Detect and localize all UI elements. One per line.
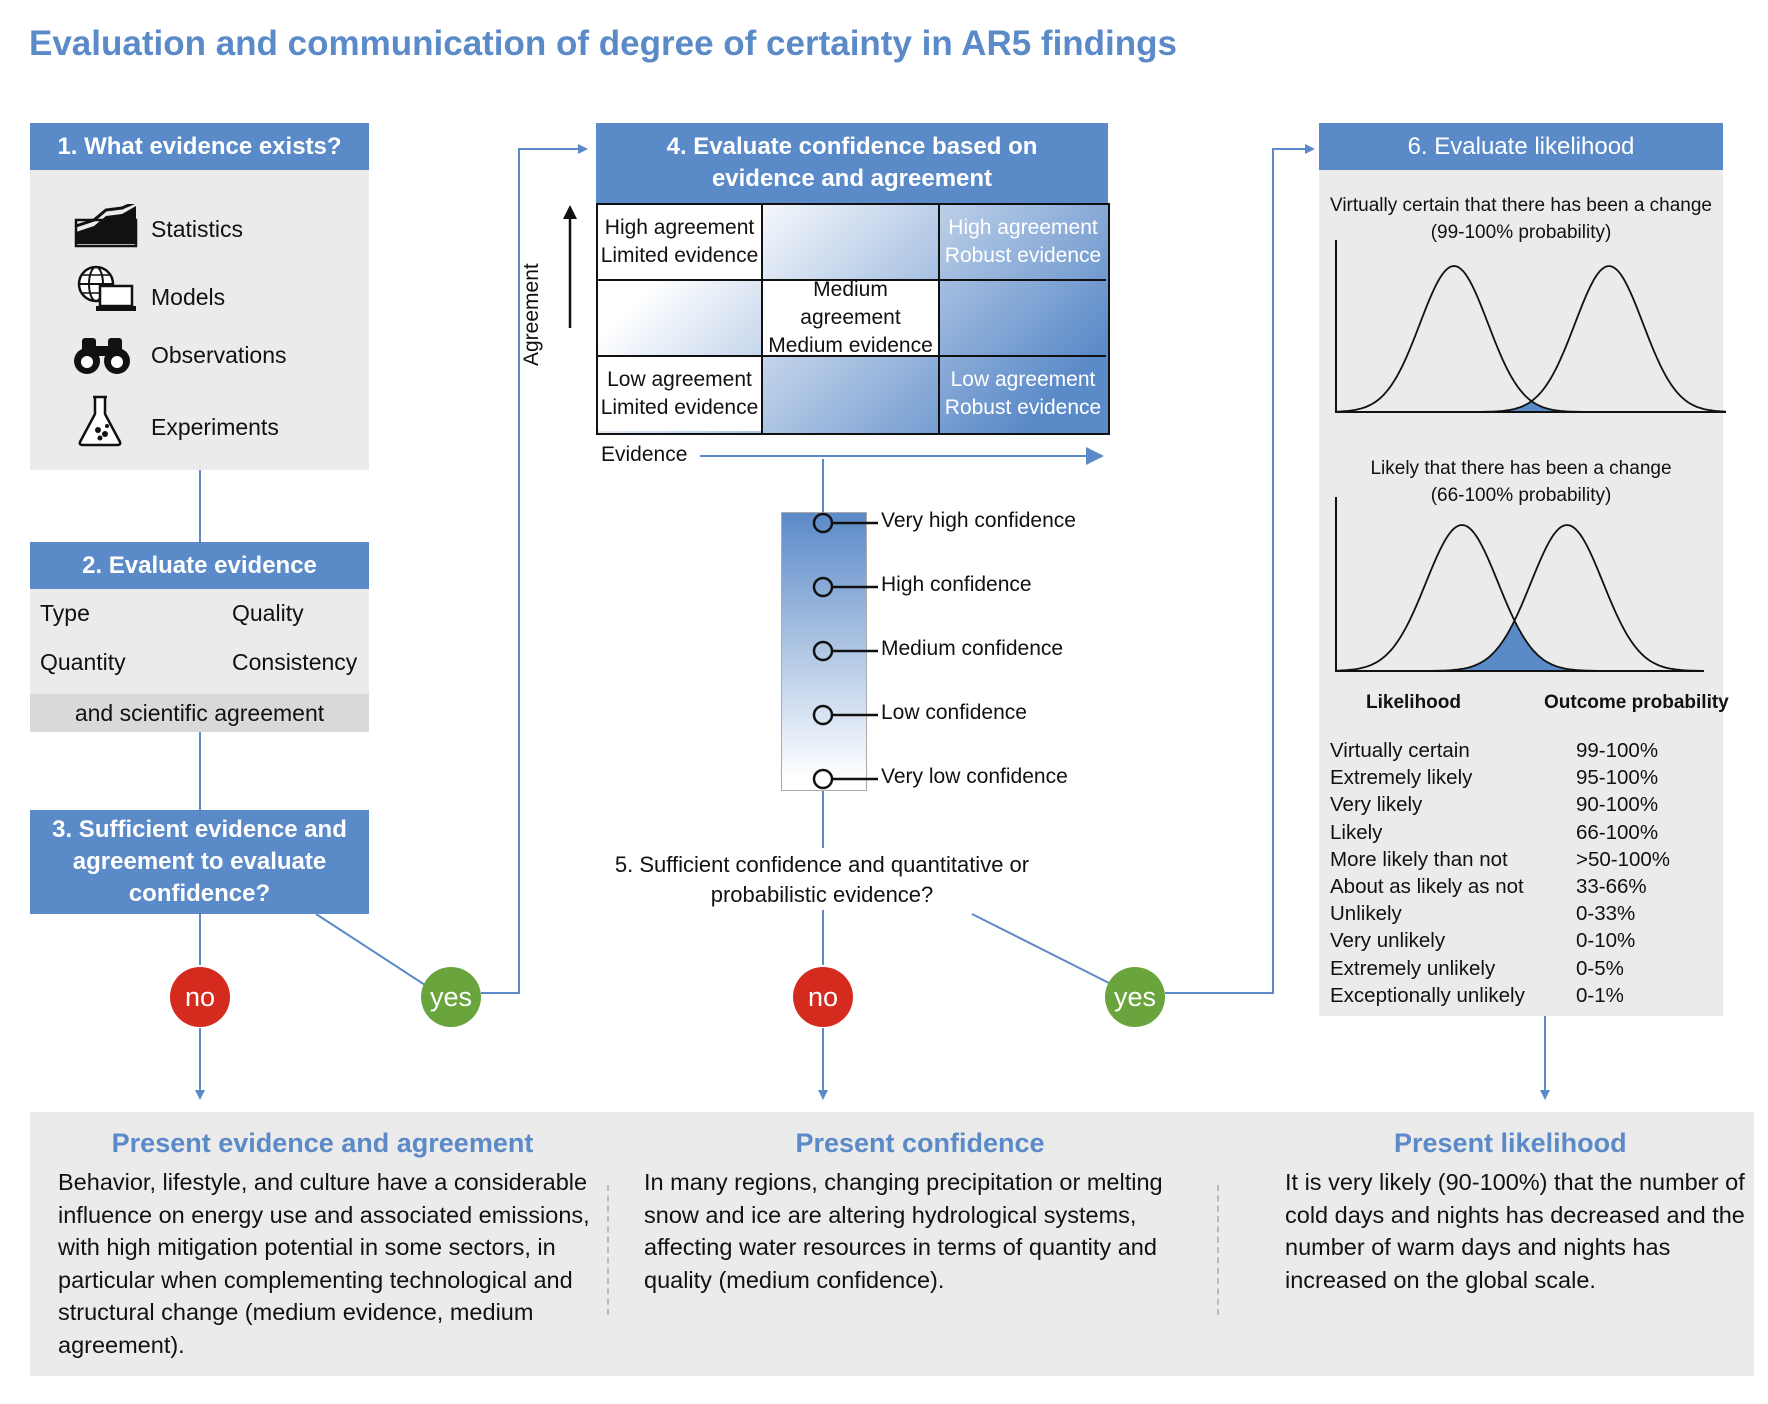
col-likelihood: Likelihood [1366, 692, 1461, 713]
present-panel [30, 1112, 1754, 1376]
likelihood-row: Extremely likely 95-100% [1330, 764, 1720, 791]
binoculars-icon [74, 338, 130, 374]
likelihood-row: About as likely as not 33-66% [1330, 873, 1720, 900]
cell-medium-agreement-medium-evidence: Medium agreement Medium evidence [768, 278, 933, 357]
models-icon [77, 265, 136, 311]
box5-question: 5. Sufficient confidence and quantitativ… [614, 852, 1030, 907]
likelihood-panel [1319, 123, 1723, 1016]
no-circle-1: no [170, 967, 230, 1027]
evidence-experiments: Experiments [151, 414, 279, 440]
likelihood-probability: 0-1% [1576, 983, 1624, 1007]
likelihood-term: Exceptionally unlikely [1330, 983, 1525, 1007]
likelihood-probability: 90-100% [1576, 793, 1659, 817]
present-likelihood-body: It is very likely (90-100%) that the num… [1285, 1169, 1745, 1293]
likelihood-row: More likely than not >50-100% [1330, 846, 1720, 873]
plot1-title: Virtually certain that there has been a … [1329, 195, 1712, 216]
matrix-line-v2 [938, 205, 940, 281]
likelihood-row: Very unlikely 0-10% [1330, 927, 1720, 954]
plot2-subtitle: (66-100% probability) [1430, 485, 1612, 506]
matrix-line-v6 [938, 281, 940, 357]
confidence-gradient-bar [781, 512, 867, 791]
likelihood-term: Virtually certain [1330, 739, 1470, 762]
likelihood-probability: 0-5% [1576, 956, 1624, 980]
likelihood-probability: 95-100% [1576, 766, 1659, 790]
no-circle-2: no [793, 967, 853, 1027]
likelihood-row: Extremely unlikely 0-5% [1330, 955, 1720, 982]
matrix-cell-bg-center [763, 281, 938, 355]
likelihood-probability: >50-100% [1576, 847, 1671, 871]
present-confidence-title: Present confidence [795, 1128, 1045, 1158]
confidence-very-low: Very low confidence [881, 765, 1068, 788]
plot1-subtitle: (99-100% probability) [1430, 222, 1612, 243]
matrix-line-h1 [598, 279, 1106, 281]
agreement-axis-label: Agreement [520, 263, 543, 366]
likelihood-row: Likely 66-100% [1330, 819, 1720, 846]
evidence-observations: Observations [151, 342, 287, 368]
box3-header: 3. Sufficient evidence and agreement to … [30, 810, 369, 914]
likelihood-term: Unlikely [1330, 902, 1402, 926]
plot-virtually-certain [1335, 240, 1727, 413]
likelihood-probability: 0-33% [1576, 902, 1636, 926]
evidence-axis-label: Evidence [601, 443, 688, 466]
agreement-footer [30, 694, 369, 732]
likelihood-probability: 33-66% [1576, 874, 1647, 898]
evidence-models: Models [151, 284, 226, 310]
page-title: Evaluation and communication of degree o… [29, 24, 1178, 63]
confidence-low: Low confidence [881, 701, 1027, 724]
present-likelihood-title: Present likelihood [1394, 1128, 1627, 1158]
matrix-cell-bg-tl [598, 205, 761, 279]
likelihood-term: Likely [1330, 820, 1383, 844]
present-evidence-title: Present evidence and agreement [111, 1128, 534, 1158]
evaluate-type: Type [40, 600, 90, 626]
cell-high-agreement-limited-evidence: High agreement Limited evidence [600, 216, 759, 267]
confidence-medium: Medium confidence [881, 637, 1064, 660]
likelihood-term: Very likely [1330, 793, 1423, 817]
plot-likely [1335, 497, 1704, 672]
confidence-very-high: Very high confidence [881, 509, 1076, 532]
confidence-high: High confidence [881, 573, 1032, 596]
likelihood-probability: 0-10% [1576, 929, 1636, 953]
box1-header: 1. What evidence exists? [30, 123, 369, 170]
present-confidence-body: In many regions, changing precipitation … [644, 1169, 1163, 1293]
evaluate-quantity: Quantity [40, 649, 126, 675]
evaluate-quality: Quality [232, 600, 304, 626]
matrix-line-v5 [761, 281, 763, 357]
likelihood-row: Exceptionally unlikely 0-1% [1330, 982, 1720, 1009]
likelihood-row: Virtually certain 99-100% [1330, 737, 1720, 764]
divider-2 [1217, 1185, 1219, 1315]
agreement-footer-text: and scientific agreement [74, 700, 325, 726]
box6-header: 6. Evaluate likelihood [1319, 123, 1723, 170]
likelihood-term: Extremely likely [1330, 766, 1473, 790]
statistics-icon [74, 204, 138, 248]
evaluate-consistency: Consistency [232, 649, 358, 675]
col-outcome-probability: Outcome probability [1544, 692, 1729, 713]
box2-header: 2. Evaluate evidence [30, 542, 369, 589]
divider-1 [607, 1185, 609, 1315]
yes-circle-2: yes [1105, 967, 1165, 1027]
yes-circle-1: yes [421, 967, 481, 1027]
likelihood-term: More likely than not [1330, 847, 1508, 871]
likelihood-term: About as likely as not [1330, 874, 1524, 898]
matrix-line-v1 [761, 205, 763, 281]
likelihood-row: Very likely 90-100% [1330, 791, 1720, 818]
likelihood-term: Very unlikely [1330, 929, 1446, 953]
likelihood-row: Unlikely 0-33% [1330, 900, 1720, 927]
plot2-title: Likely that there has been a change [1370, 458, 1672, 479]
matrix-line-v3 [761, 355, 763, 433]
cell-high-agreement-robust-evidence: High agreement Robust evidence [944, 216, 1102, 267]
present-evidence-body: Behavior, lifestyle, and culture have a … [58, 1169, 590, 1358]
matrix-line-h2 [598, 355, 1106, 357]
matrix-line-v4 [938, 355, 940, 433]
matrix-cell-bg-bl [598, 357, 761, 431]
flask-icon [78, 395, 122, 447]
likelihood-probability: 99-100% [1576, 739, 1659, 762]
likelihood-probability: 66-100% [1576, 820, 1659, 844]
cell-low-agreement-limited-evidence: Low agreement Limited evidence [600, 368, 759, 419]
evidence-statistics: Statistics [151, 216, 244, 242]
likelihood-term: Extremely unlikely [1330, 956, 1496, 980]
box4-header: 4. Evaluate confidence based on evidence… [596, 123, 1108, 203]
cell-low-agreement-robust-evidence: Low agreement Robust evidence [944, 368, 1102, 419]
